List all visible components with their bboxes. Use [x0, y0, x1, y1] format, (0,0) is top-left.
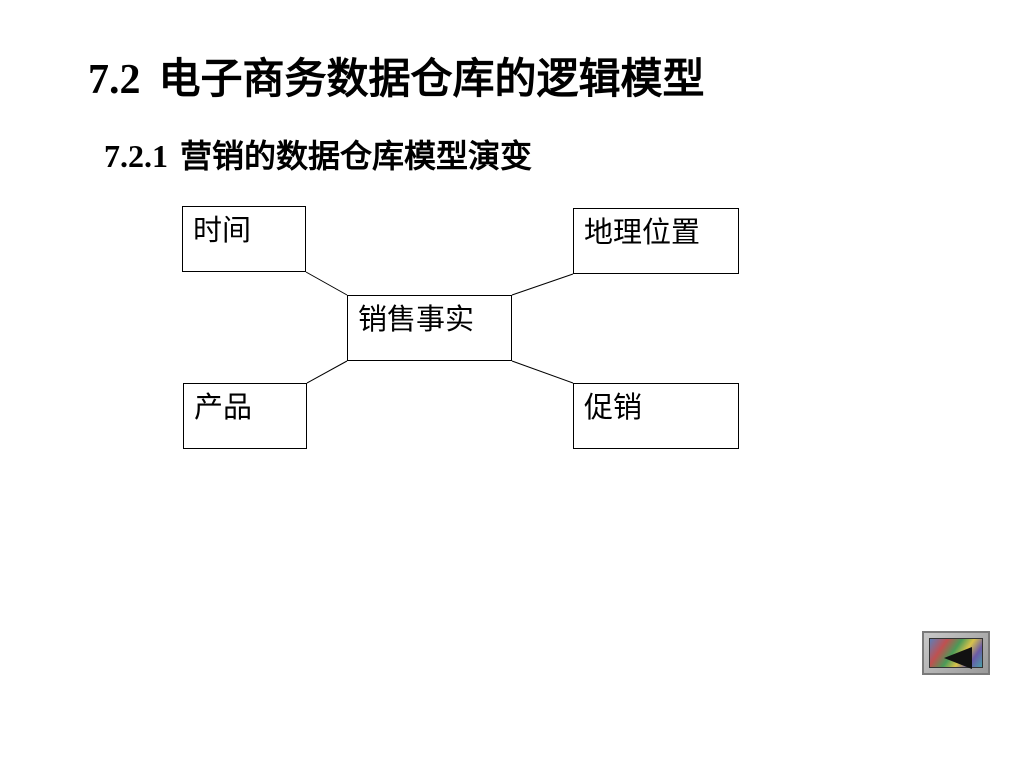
connector-time-fact [305, 271, 348, 296]
back-button[interactable] [922, 631, 990, 675]
subtitle-number: 7.2.1 [104, 138, 168, 174]
connector-product-fact [306, 360, 348, 384]
dimension-product-label: 产品 [194, 390, 253, 424]
fact-sales-label: 销售事实 [358, 302, 475, 336]
dimension-geography-label: 地理位置 [584, 215, 701, 249]
slide-subtitle: 7.2.1 营销的数据仓库模型演变 [104, 140, 532, 172]
dimension-time-label: 时间 [193, 213, 252, 247]
subtitle-text: 营销的数据仓库模型演变 [180, 137, 533, 175]
back-button-face [929, 638, 983, 669]
title-number: 7.2 [88, 57, 141, 103]
back-arrow-icon [944, 647, 972, 669]
connector-promo-fact [511, 360, 574, 384]
dimension-time-box: 时间 [182, 206, 306, 272]
connector-geo-fact [511, 273, 574, 296]
dimension-product-box: 产品 [183, 383, 307, 449]
dimension-geography-box: 地理位置 [573, 208, 739, 274]
slide-title: 7.2 电子商务数据仓库的逻辑模型 [88, 57, 705, 103]
fact-sales-box: 销售事实 [347, 295, 512, 361]
dimension-promotion-box: 促销 [573, 383, 739, 449]
title-text: 电子商务数据仓库的逻辑模型 [158, 54, 705, 103]
dimension-promotion-label: 促销 [584, 390, 643, 424]
